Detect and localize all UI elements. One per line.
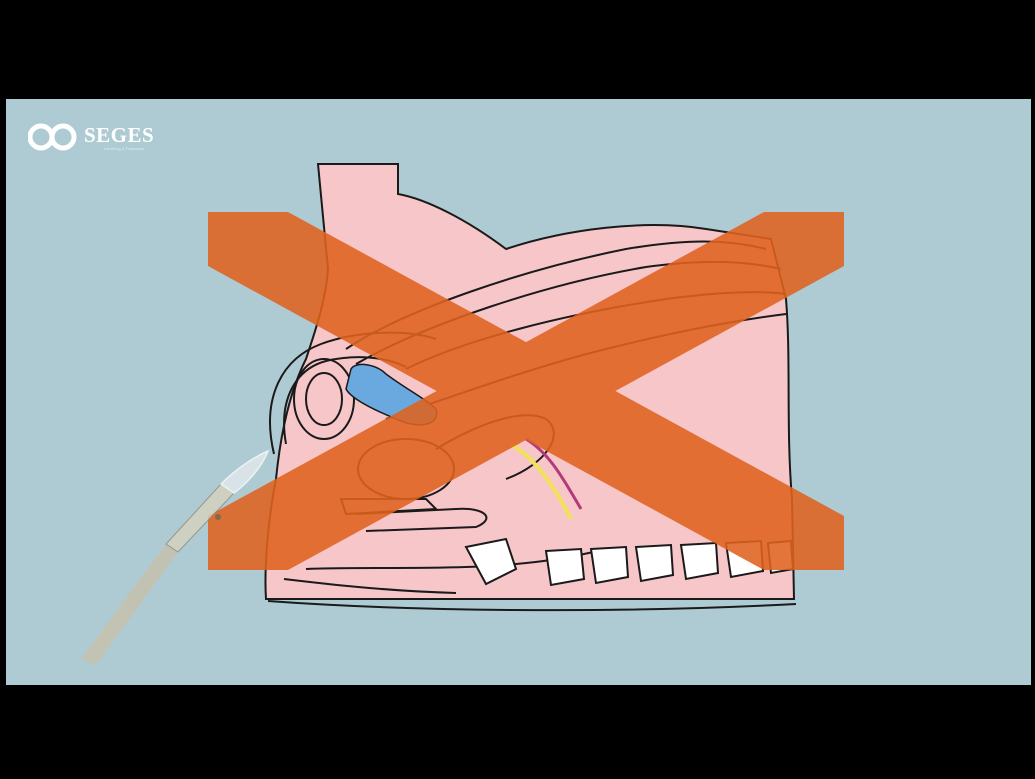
letterbox-top <box>0 0 1035 99</box>
video-frame[interactable]: SEGES Landbrug & Fødevarer <box>6 99 1031 685</box>
letterbox-bottom <box>0 685 1035 779</box>
anatomy-illustration <box>6 99 1031 685</box>
